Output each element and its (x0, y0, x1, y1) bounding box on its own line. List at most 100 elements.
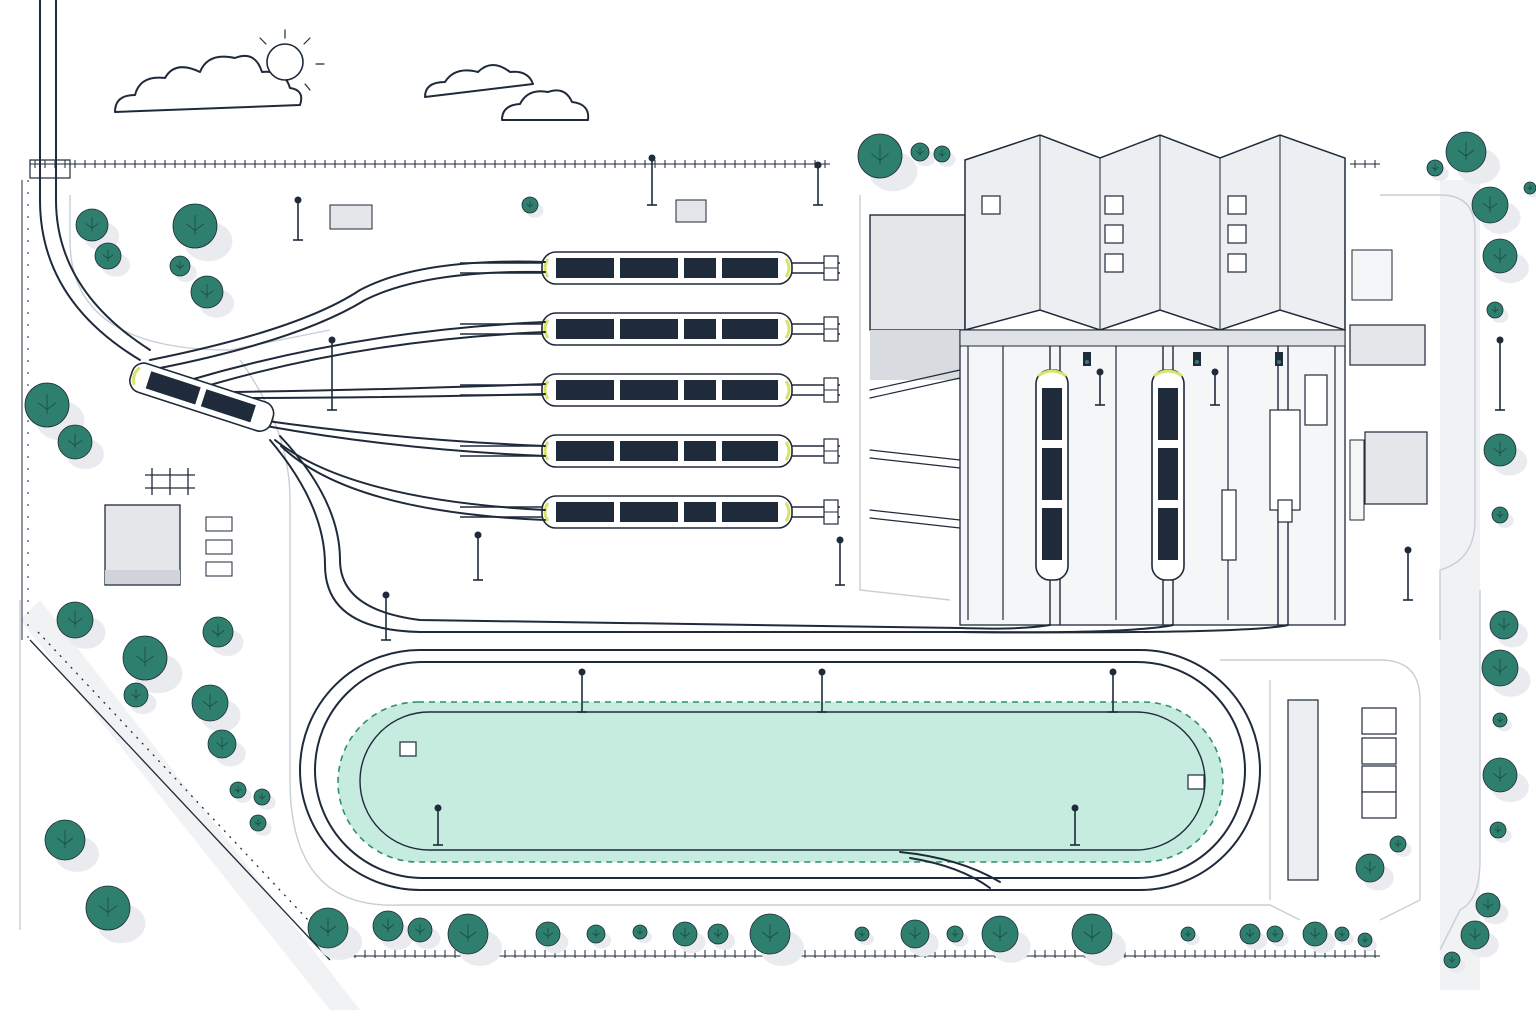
siding-track (460, 312, 840, 346)
small-building (329, 204, 373, 230)
bench-icon (205, 561, 233, 577)
track-throat (149, 260, 1289, 634)
left-structures (104, 199, 707, 586)
tree-icon (1071, 913, 1126, 966)
maintenance-lift (1221, 374, 1328, 561)
tree-icon (1523, 181, 1536, 198)
tree-icon (1389, 835, 1412, 857)
parked-tram (541, 434, 793, 468)
stabling-sidings (460, 251, 840, 529)
lamp-post-icon (1210, 368, 1220, 406)
tree-icon (857, 133, 918, 192)
lamp-post-icon (1495, 336, 1505, 411)
buffer-stop-icon (145, 468, 195, 495)
lamp-post-icon (327, 336, 337, 411)
tree-icon (1471, 186, 1521, 234)
tree-icon (56, 601, 106, 649)
storage-shed (1349, 324, 1426, 366)
lamp-post-icon (381, 591, 391, 641)
control-box (399, 741, 417, 757)
tram-in-workshop (1151, 369, 1185, 581)
tree-icon (1483, 433, 1528, 476)
tree-icon (933, 145, 956, 167)
buffer-stop-icon (823, 255, 839, 281)
tree-icon (122, 635, 183, 694)
tree-icon (535, 921, 569, 954)
tree-icon (1302, 921, 1336, 954)
lamp-post-icon (293, 196, 303, 241)
tree-icon (191, 684, 241, 732)
tree-icon (707, 923, 735, 950)
ground-paths (19, 180, 1481, 1010)
sky (114, 29, 590, 121)
fence-icon (30, 160, 830, 168)
tree-icon (372, 910, 414, 950)
tree-icon (202, 616, 244, 656)
tree-icon (229, 781, 252, 803)
small-building (675, 199, 707, 223)
depot-hall (869, 134, 1428, 626)
buffer-stop-icon (823, 438, 839, 464)
bench-icon (205, 539, 233, 555)
tree-icon (190, 275, 235, 318)
lamp-post-icon (647, 154, 657, 206)
parked-tram (541, 373, 793, 407)
signal-icon (1083, 352, 1091, 366)
fence-icon (330, 950, 1380, 958)
tree-icon (1489, 821, 1512, 843)
lamps (293, 154, 1505, 846)
tree-icon (207, 729, 246, 767)
tree-icon (981, 915, 1031, 963)
hall-windows (981, 195, 1247, 273)
tree-icon (172, 203, 233, 262)
parked-tram (541, 495, 793, 529)
tree-icon (1482, 757, 1529, 803)
trees (24, 131, 1536, 973)
siding-track (460, 373, 840, 407)
tree-icon (307, 907, 362, 960)
utility-building (1364, 431, 1428, 505)
cloud-icon (424, 64, 534, 98)
tree-icon (521, 196, 544, 218)
tree-icon (910, 142, 936, 167)
signal-icon (1275, 352, 1283, 366)
tree-icon (94, 242, 131, 277)
tram-in-workshop (1035, 369, 1069, 581)
tree-icon (749, 913, 804, 966)
test-loop (299, 649, 1261, 891)
tree-icon (253, 788, 276, 810)
equipment-rack (1351, 249, 1393, 301)
tree-icon (1357, 932, 1377, 952)
tree-icon (1443, 951, 1466, 973)
siding-track (460, 495, 840, 529)
tree-icon (632, 924, 652, 944)
lamp-post-icon (835, 536, 845, 586)
lamp-post-icon (433, 804, 443, 846)
annex-shadow (870, 330, 965, 380)
annex-building (869, 214, 966, 331)
lamp-post-icon (1070, 804, 1080, 846)
tree-icon (1492, 712, 1512, 732)
lamp-post-icon (1403, 546, 1413, 601)
tree-icon (1460, 920, 1499, 958)
tree-icon (44, 819, 99, 872)
parked-tram (541, 312, 793, 346)
tree-icon (1180, 926, 1200, 946)
mainline-track (39, 0, 151, 361)
level-crossing-gate (29, 159, 71, 179)
tree-icon (1486, 301, 1509, 323)
tree-icon (1426, 159, 1449, 181)
buffer-stop-icon (823, 316, 839, 342)
tram-arriving (129, 362, 275, 432)
siding-track (460, 434, 840, 468)
tree-icon (1445, 131, 1500, 184)
tree-icon (946, 925, 969, 947)
tree-icon (407, 917, 441, 950)
tree-icon (57, 424, 104, 470)
lamp-post-icon (1095, 368, 1105, 406)
lamp-post-icon (577, 668, 587, 713)
tree-icon (169, 255, 197, 282)
fence-icon (1350, 160, 1380, 168)
parked-tram (541, 251, 793, 285)
